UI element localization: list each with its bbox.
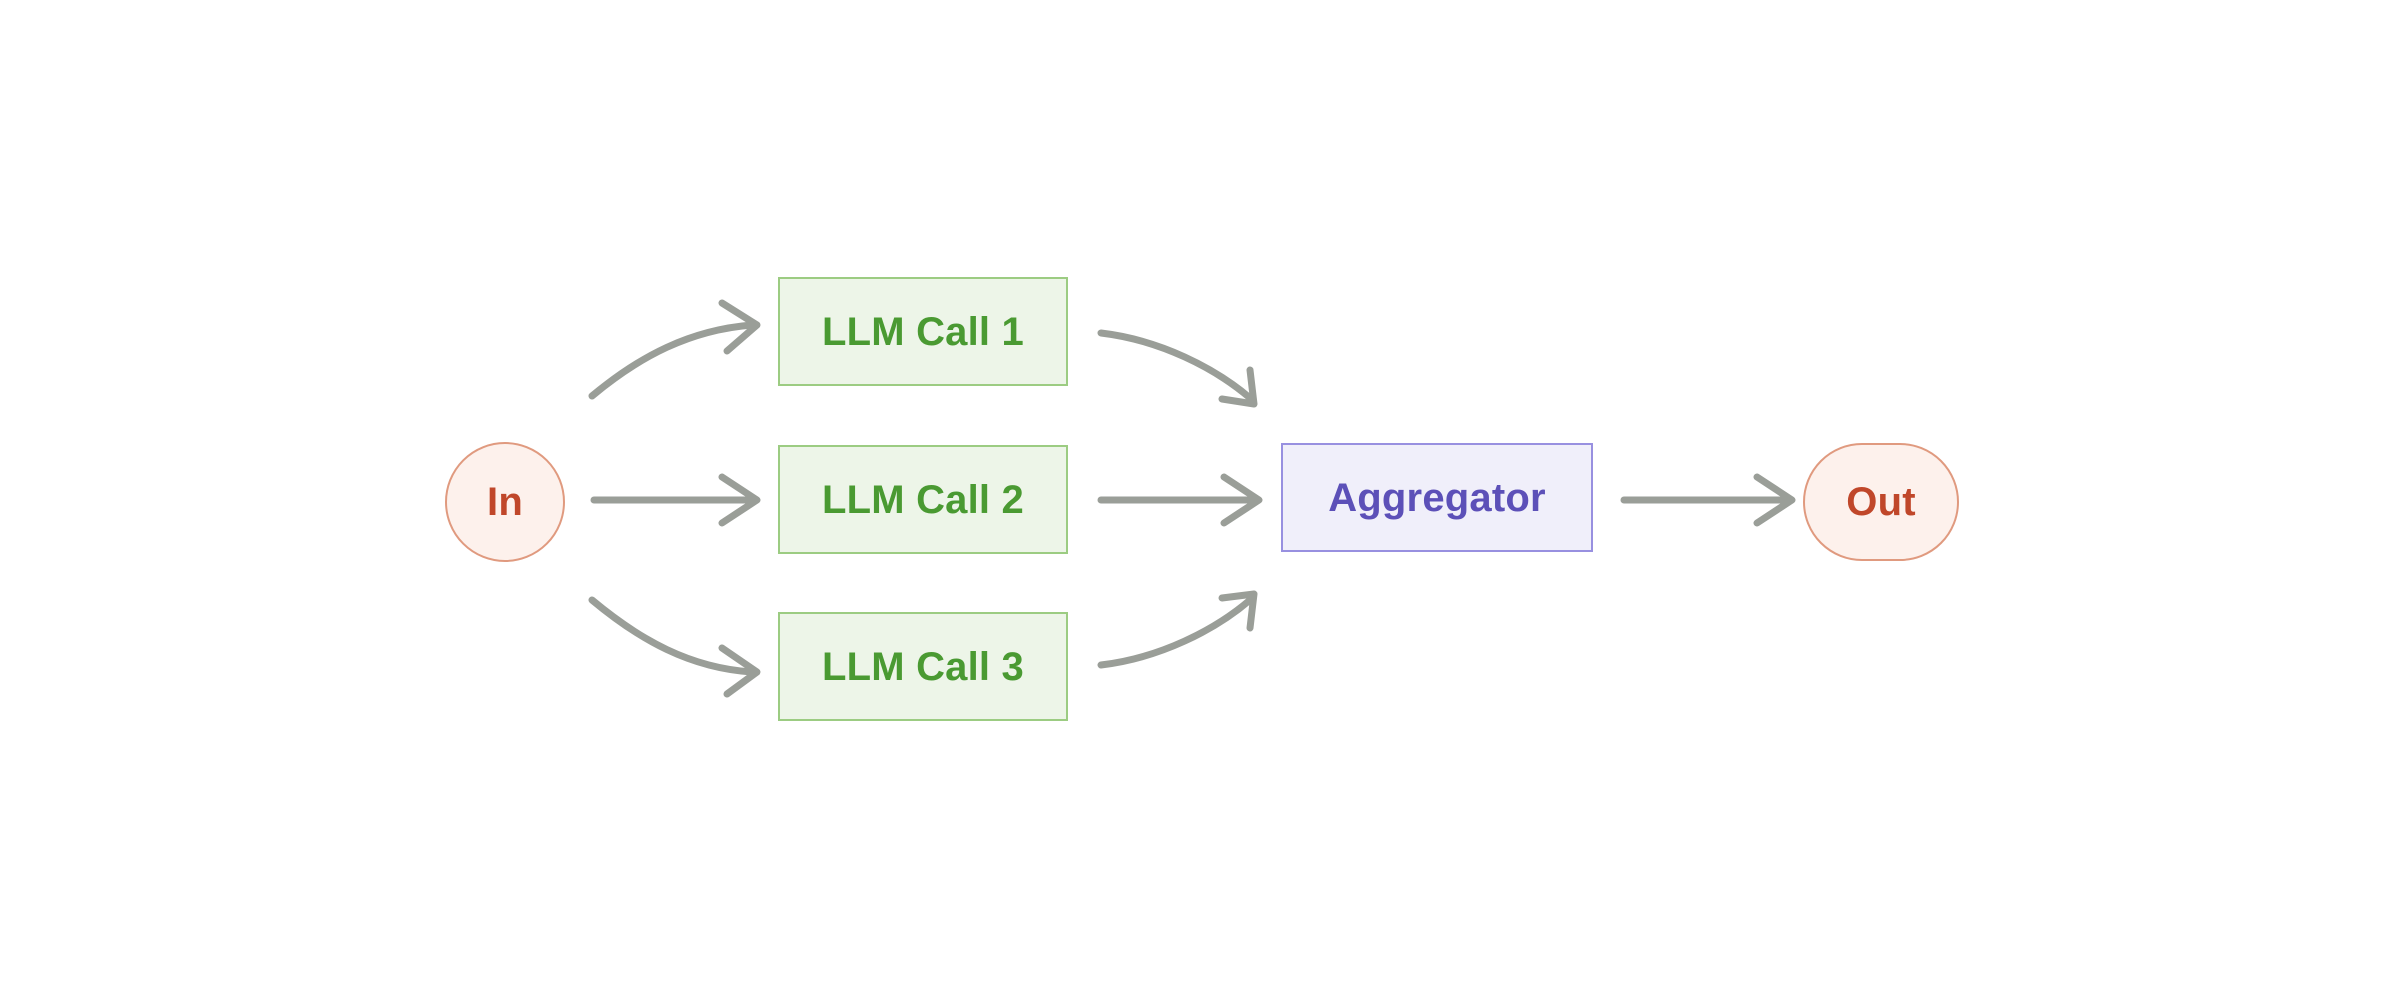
- node-llm-call-3[interactable]: LLM Call 3: [778, 612, 1068, 721]
- node-llm-call-3-label: LLM Call 3: [821, 644, 1025, 689]
- node-aggregator-label: Aggregator: [1328, 475, 1546, 520]
- edge-llm-call-1-to-aggregator: [1097, 329, 1258, 408]
- node-llm-call-2[interactable]: LLM Call 2: [778, 445, 1068, 554]
- node-in[interactable]: In: [445, 442, 565, 562]
- edge-in-to-llm-call-2: [590, 473, 761, 527]
- edge-llm-call-2-to-aggregator: [1097, 473, 1263, 527]
- node-llm-call-1[interactable]: LLM Call 1: [778, 277, 1068, 386]
- edge-in-to-llm-call-3: [588, 596, 761, 698]
- edge-llm-call-3-to-aggregator: [1097, 590, 1258, 669]
- edge-in-to-llm-call-1: [588, 299, 761, 400]
- edge-aggregator-to-out: [1620, 473, 1796, 527]
- node-out-label: Out: [1846, 480, 1916, 524]
- node-aggregator[interactable]: Aggregator: [1281, 443, 1593, 552]
- node-llm-call-1-label: LLM Call 1: [821, 309, 1025, 354]
- node-out[interactable]: Out: [1803, 443, 1959, 561]
- node-llm-call-2-label: LLM Call 2: [821, 477, 1025, 522]
- node-in-label: In: [487, 480, 523, 524]
